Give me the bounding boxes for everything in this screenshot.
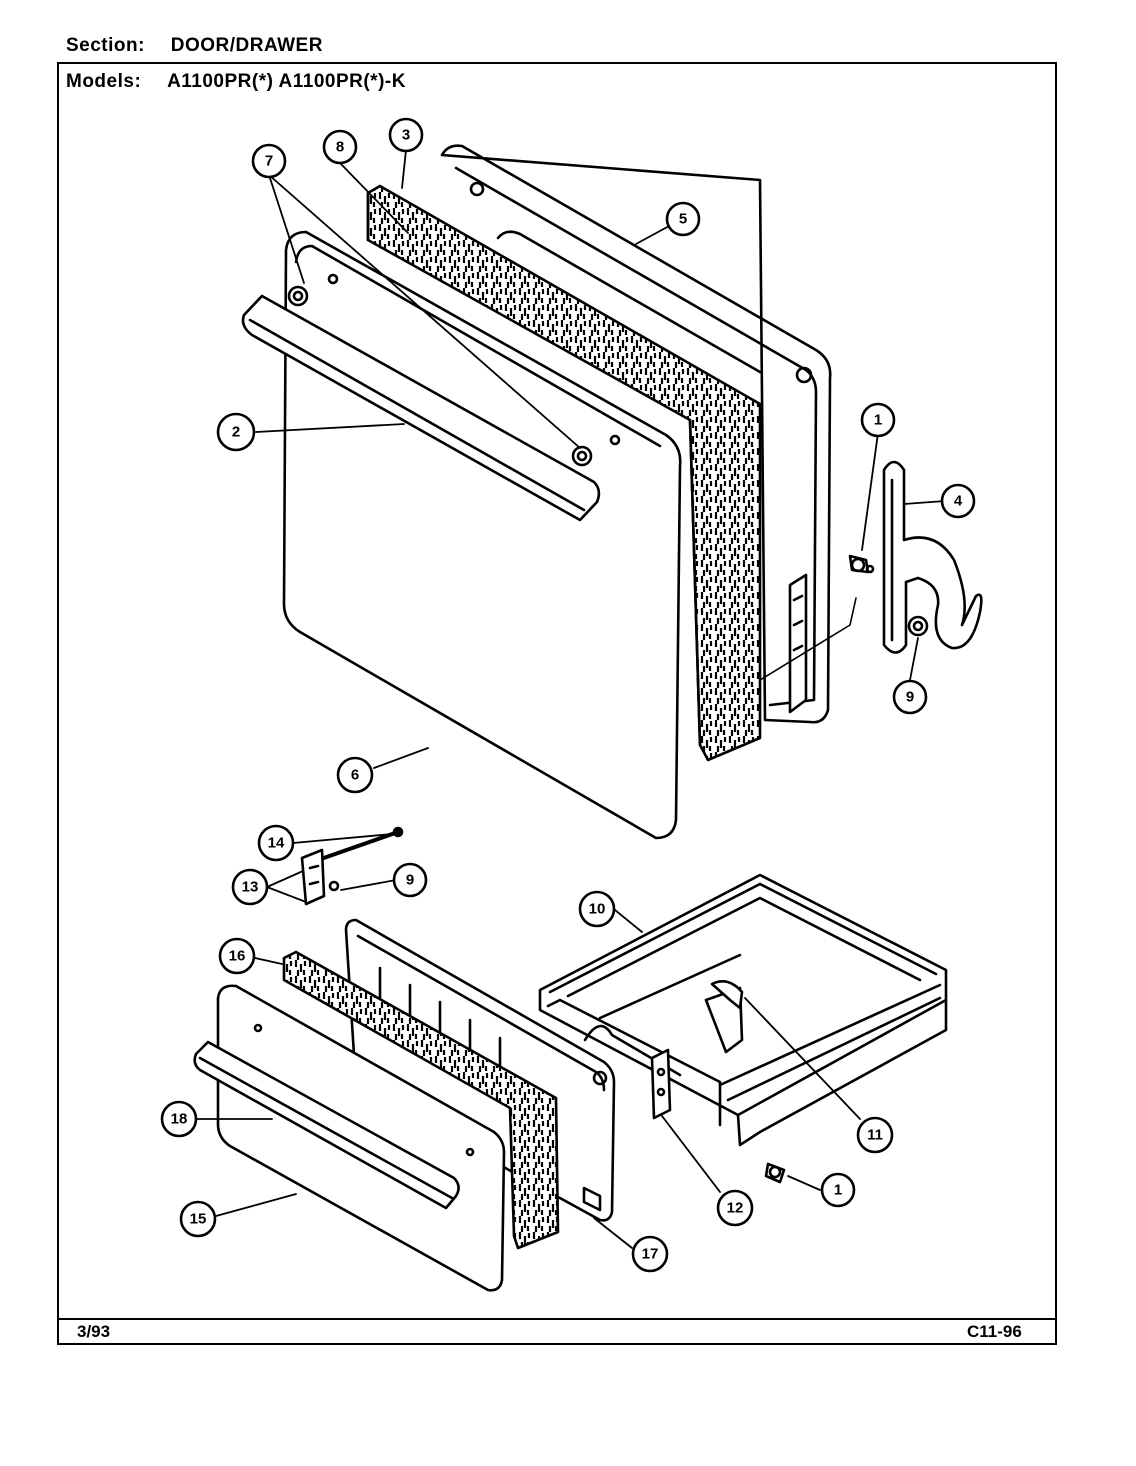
callout-10-label: 10 (589, 901, 606, 918)
callout-1-lower-label: 1 (834, 1182, 842, 1199)
callout-9-upper: 9 (892, 679, 928, 715)
callout-17-label: 17 (642, 1246, 659, 1263)
hinge-screw (848, 554, 875, 574)
section-value: DOOR/DRAWER (170, 35, 323, 56)
callout-13: 13 (231, 868, 269, 906)
models-value: A1100PR(*) A1100PR(*)-K (167, 71, 406, 92)
callout-2: 2 (216, 412, 256, 452)
callout-6-label: 6 (351, 767, 359, 784)
callout-14-label: 14 (268, 835, 285, 852)
callout-16-label: 16 (229, 948, 246, 965)
callout-2-label: 2 (232, 424, 240, 441)
drawer-handle (193, 1040, 460, 1210)
diagram-frame (57, 62, 1057, 1345)
hinge-nut (907, 615, 929, 637)
callout-5: 5 (665, 201, 701, 237)
callout-3-label: 3 (402, 127, 410, 144)
callout-18-label: 18 (171, 1111, 188, 1128)
drawer-rod-bracket (300, 826, 404, 906)
door-liner (440, 144, 832, 724)
callout-11-label: 11 (867, 1127, 883, 1144)
callout-17: 17 (631, 1235, 669, 1273)
callout-15-label: 15 (190, 1211, 207, 1228)
door-insulation (366, 184, 762, 762)
callout-4-label: 4 (954, 493, 963, 510)
footer-divider (57, 1318, 1057, 1320)
section-label: Section: (66, 35, 145, 56)
drawer-screw (764, 1162, 786, 1184)
callout-12-label: 12 (727, 1200, 744, 1217)
drawer-insulation (282, 950, 560, 1250)
section-heading: Section: DOOR/DRAWER (66, 35, 323, 57)
models-heading: Models: A1100PR(*) A1100PR(*)-K (66, 71, 406, 93)
drawer-frame (538, 873, 948, 1147)
callout-9-lower: 9 (392, 862, 428, 898)
callout-7-label: 7 (265, 153, 273, 170)
door-handle (241, 294, 601, 522)
callout-3: 3 (388, 117, 424, 153)
revision-date: 3/93 (77, 1322, 111, 1341)
callout-4: 4 (940, 483, 976, 519)
callout-5-label: 5 (679, 211, 687, 228)
callout-1-upper-label: 1 (874, 412, 882, 429)
callout-10: 10 (578, 890, 616, 928)
callout-15: 15 (179, 1200, 217, 1238)
callout-14: 14 (257, 824, 295, 862)
callout-1-lower: 1 (820, 1172, 856, 1208)
callout-8-label: 8 (336, 139, 344, 156)
callout-11: 11 (856, 1116, 894, 1154)
door-hinge (882, 460, 983, 654)
callout-18: 18 (160, 1100, 198, 1138)
callout-6: 6 (336, 756, 374, 794)
callout-16: 16 (218, 937, 256, 975)
callout-1-upper: 1 (860, 402, 896, 438)
drawer-clip (710, 980, 744, 1010)
callout-9-upper-label: 9 (906, 689, 914, 706)
callout-12: 12 (716, 1189, 754, 1227)
drawer-bracket (650, 1048, 672, 1120)
diagram-code: C11-96 (967, 1322, 1022, 1341)
callout-7: 7 (251, 143, 287, 179)
callout-13-label: 13 (242, 879, 259, 896)
callout-8: 8 (322, 129, 358, 165)
leader-lines (195, 149, 946, 1249)
callout-9-lower-label: 9 (406, 872, 414, 889)
models-label: Models: (66, 71, 142, 92)
